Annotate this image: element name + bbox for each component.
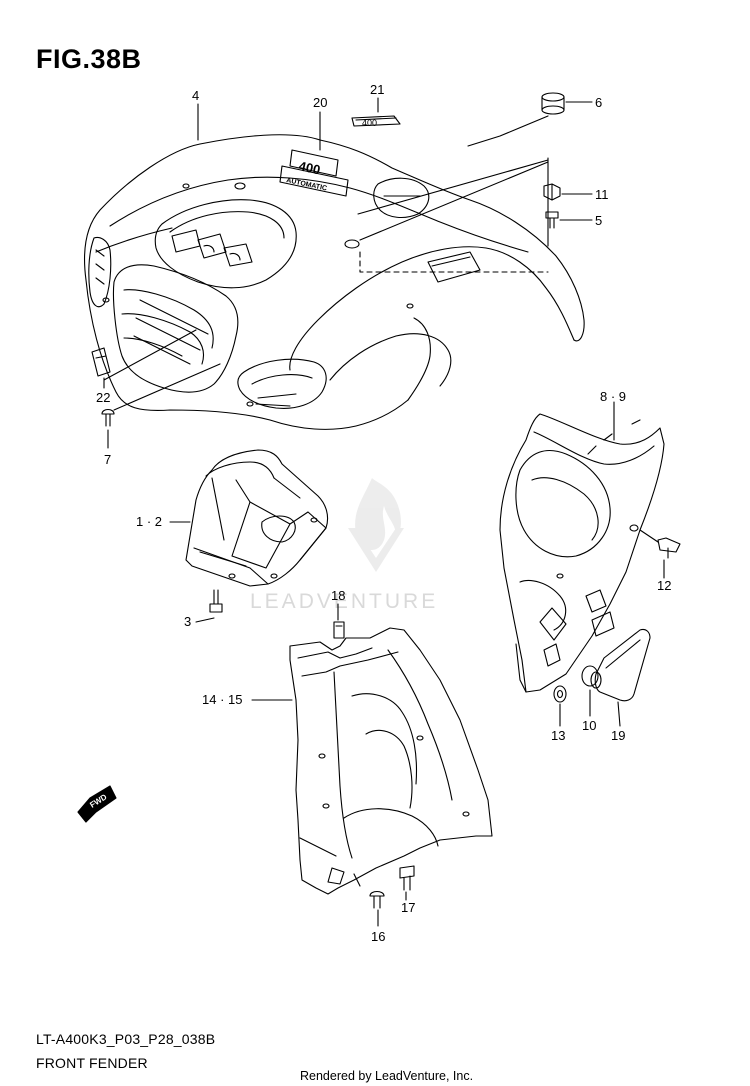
emblem-decal: [351, 115, 401, 127]
callout-20: 20: [313, 95, 328, 110]
leader-line: [113, 363, 221, 411]
callout-10: 10: [582, 718, 597, 733]
callout-11: 11: [595, 187, 609, 202]
callout-14-15: 14 · 15: [202, 692, 243, 707]
leader-line: [467, 115, 549, 147]
leader-line: [195, 617, 215, 623]
clip-22: [91, 347, 111, 377]
footer-diagram-name: FRONT FENDER: [36, 1055, 148, 1071]
front-fender-body: [83, 134, 585, 430]
watermark-text: LEADVENTURE: [250, 590, 439, 613]
callout-3: 3: [184, 614, 192, 629]
screw-12: [657, 537, 681, 559]
callout-4: 4: [192, 88, 200, 103]
inner-panel-8-9: [499, 413, 665, 693]
bolt-17: [399, 865, 415, 891]
emblem-decal-text: 400: [362, 118, 377, 128]
footer-diagram-code: LT-A400K3_P03_P28_038B: [36, 1031, 216, 1047]
callout-19: 19: [611, 728, 626, 743]
grommet-6: [541, 92, 565, 115]
figure-title: FIG.38B: [36, 44, 142, 74]
callout-7: 7: [104, 452, 112, 467]
leader-line: [639, 529, 659, 543]
inner-bracket-1-2: [185, 449, 329, 587]
callout-17: 17: [401, 900, 416, 915]
hidden-line: [359, 251, 549, 273]
cover-19: [594, 628, 651, 702]
screw-3: [209, 589, 223, 613]
leader-line: [357, 159, 549, 215]
grommet-10: [581, 665, 602, 689]
mud-guard-14-15: [289, 627, 493, 895]
callout-18: 18: [331, 588, 346, 603]
leader-line: [617, 701, 621, 727]
callout-16: 16: [371, 929, 386, 944]
forward-arrow: [77, 785, 117, 823]
clip-18: [333, 621, 345, 639]
callout-5: 5: [595, 213, 603, 228]
callout-1-2: 1 · 2: [136, 514, 163, 529]
screw-7: [101, 408, 115, 427]
leader-line: [103, 329, 197, 389]
washer-13: [553, 685, 567, 703]
rendered-by-credit: Rendered by LeadVenture, Inc.: [300, 1069, 474, 1083]
callout-13: 13: [551, 728, 566, 743]
callout-21: 21: [370, 82, 385, 97]
callout-6: 6: [595, 95, 603, 110]
badge-400-text: 400: [297, 158, 321, 177]
callout-8-9: 8 · 9: [600, 389, 627, 404]
screw-16: [369, 890, 385, 909]
callout-12: 12: [657, 578, 672, 593]
nut-11: [543, 183, 561, 201]
bolt-5: [545, 211, 559, 229]
callout-22: 22: [96, 390, 111, 405]
decal-400-text: 400: [362, 118, 377, 128]
leader-line: [359, 161, 549, 241]
